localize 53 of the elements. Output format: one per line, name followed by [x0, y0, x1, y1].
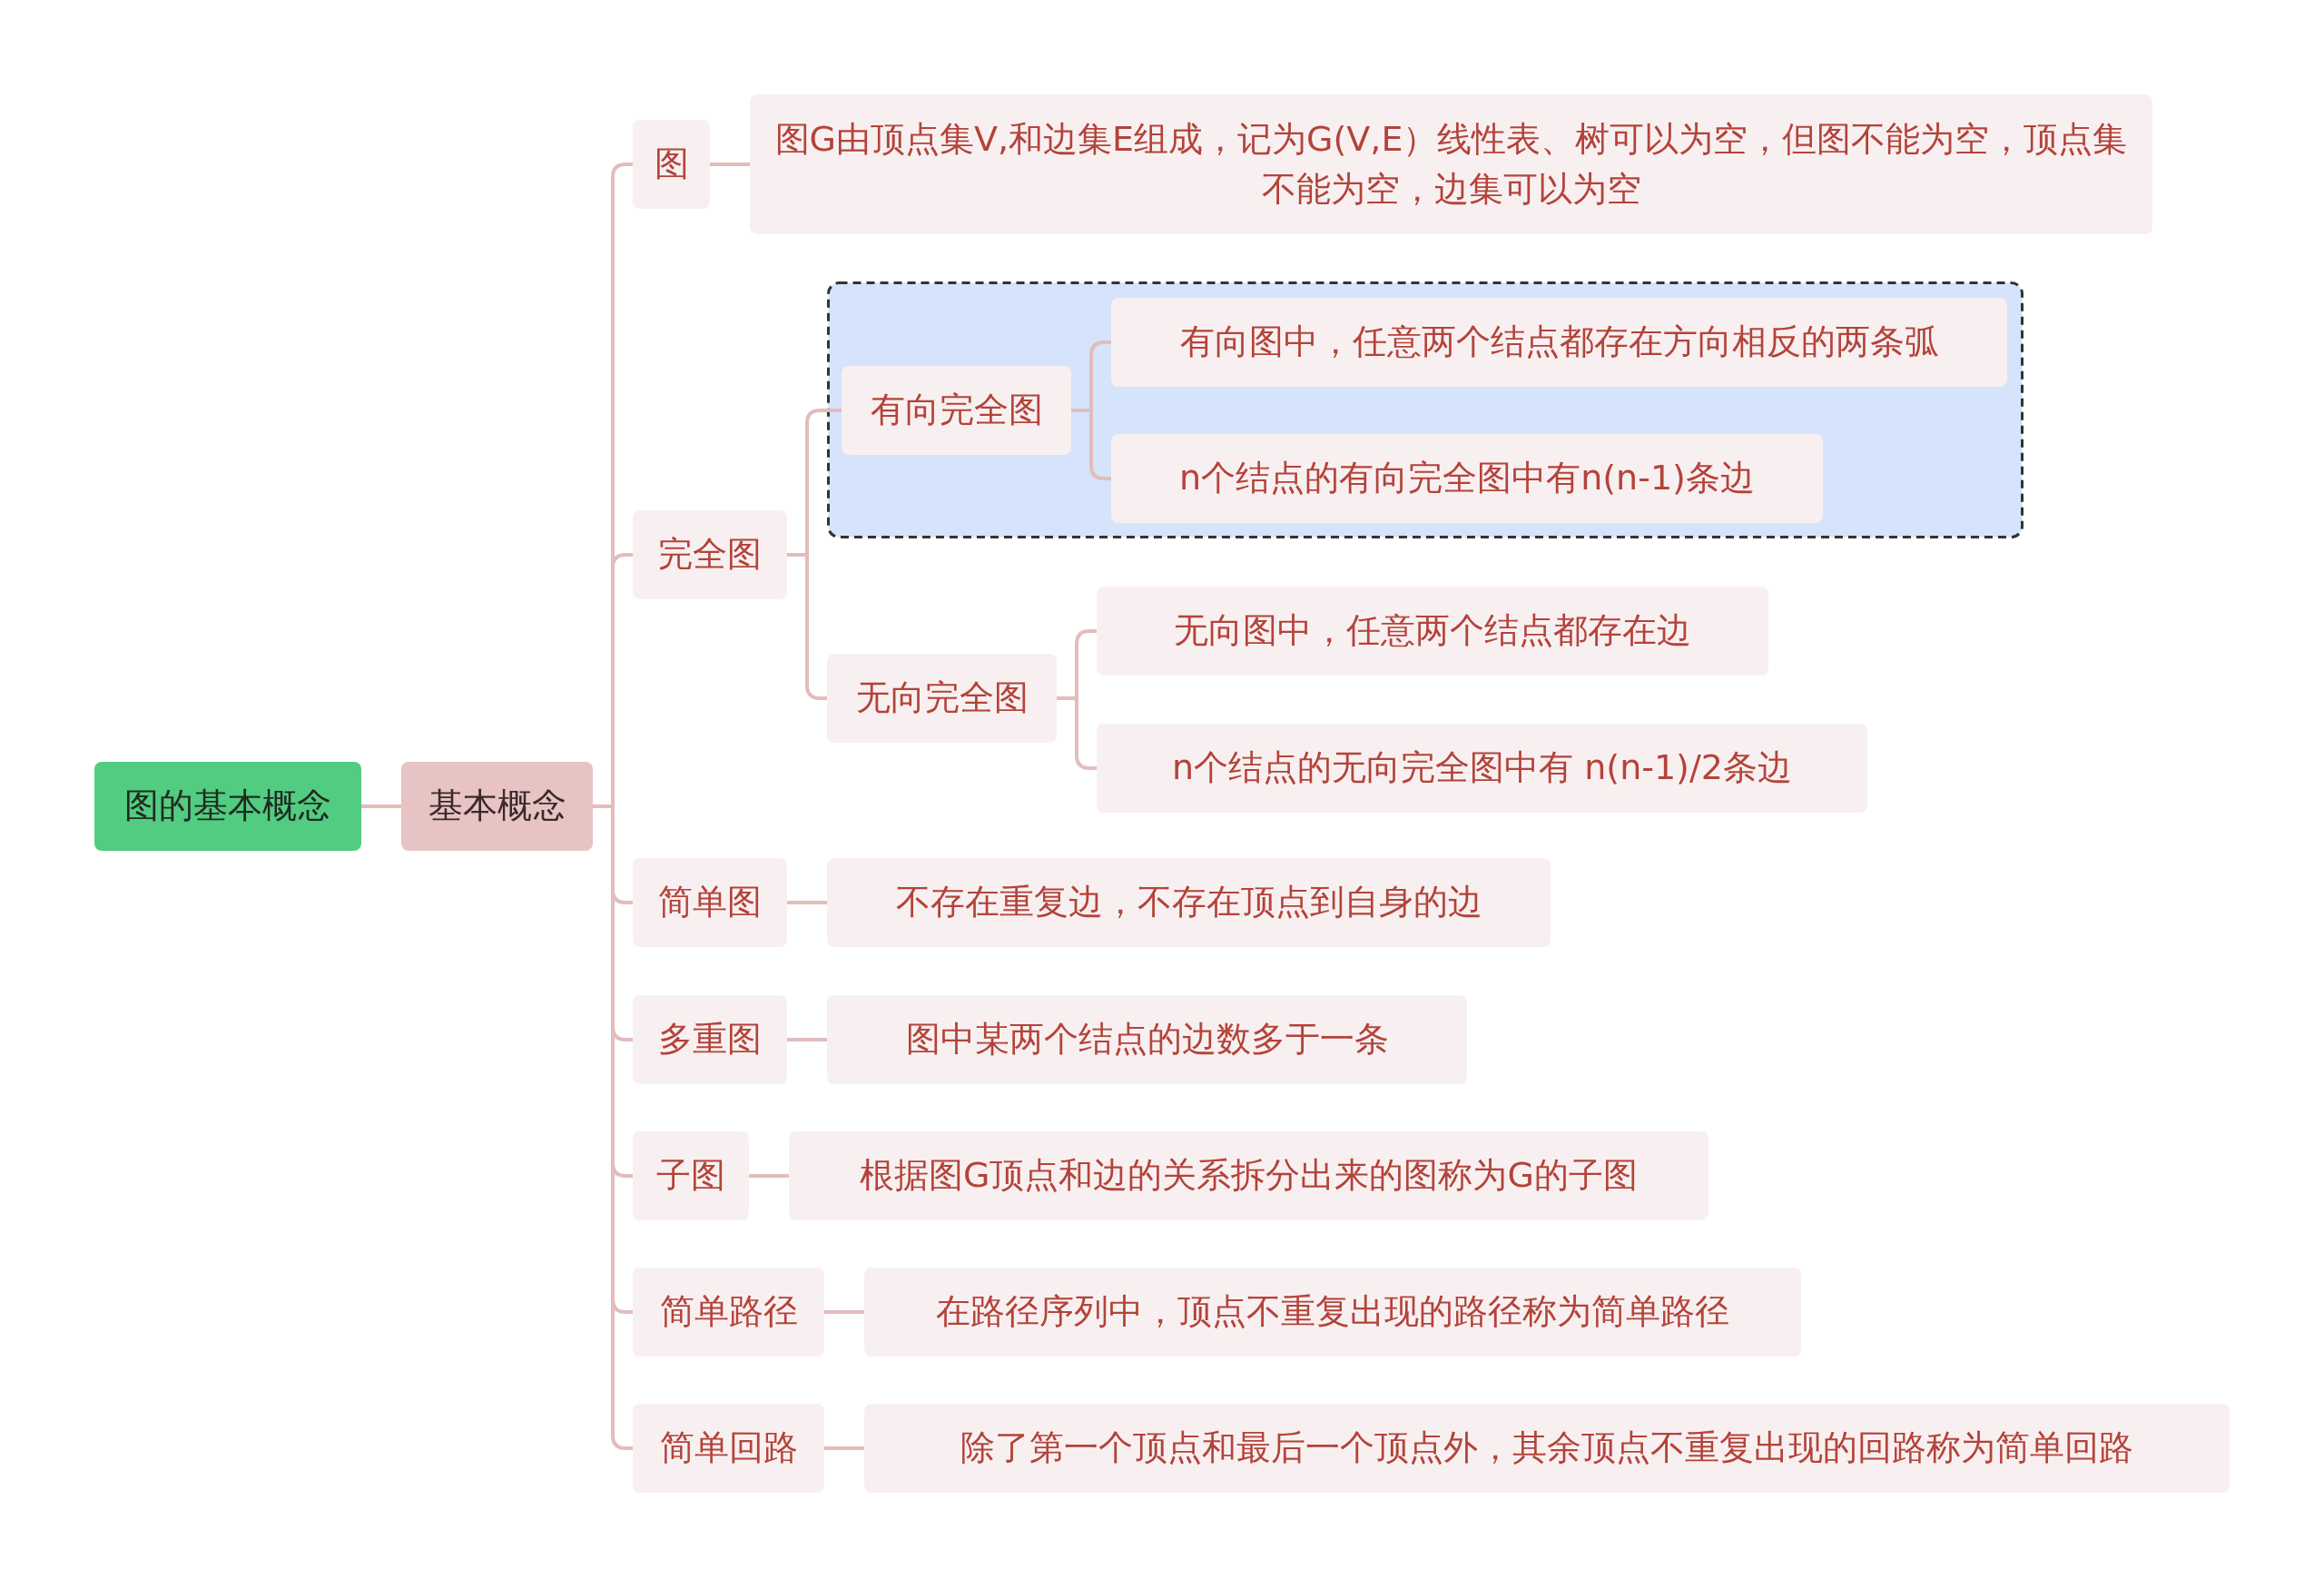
topic-text: 基本概念 — [427, 785, 567, 828]
connector-line — [361, 804, 401, 808]
connector-line — [1057, 696, 1097, 770]
subtopic-box — [633, 510, 787, 599]
root-topic-box — [94, 762, 361, 851]
topic-text: 无向完全图 — [854, 676, 1029, 720]
topic-text: 简单回路 — [658, 1426, 799, 1470]
topic-text: 在路径序列中，顶点不重复出现的路径称为简单路径 — [935, 1290, 1730, 1334]
topic-text: 无向图中，任意两个结点都存在边 — [1173, 609, 1692, 653]
topic-text: 有向图中，任意两个结点都存在方向相反的两条弧 — [1178, 321, 1940, 364]
subtopic-box — [842, 366, 1071, 455]
subtopic-box — [633, 1268, 824, 1357]
detail-box — [789, 1131, 1709, 1220]
topic-text: 子图 — [655, 1154, 726, 1198]
connector-line — [749, 1174, 789, 1178]
topic-text: 除了第一个顶点和最后一个顶点外，其余顶点不重复出现的回路称为简单回路 — [960, 1426, 2134, 1470]
connector-line — [710, 163, 750, 166]
topic-text: 简单路径 — [658, 1290, 799, 1334]
topic-text: 根据图G顶点和边的关系拆分出来的图称为G的子图 — [859, 1154, 1639, 1198]
main-topic-box — [401, 762, 593, 851]
subtopic-box — [633, 120, 710, 209]
subtopic-box — [633, 1131, 749, 1220]
topic-text: 有向完全图 — [869, 389, 1044, 432]
detail-box — [827, 995, 1467, 1084]
topic-text: 不存在重复边，不存在顶点到自身的边 — [894, 881, 1483, 924]
detail-box — [750, 94, 2152, 234]
topic-text: 图中某两个结点的边数多于一条 — [904, 1018, 1390, 1061]
connector-line — [1071, 409, 1111, 480]
topic-text: 图 — [653, 143, 690, 186]
connector-line — [787, 553, 827, 700]
group-boundary-box — [827, 281, 2024, 538]
detail-box — [1111, 298, 2007, 387]
detail-box — [864, 1404, 2230, 1493]
subtopic-box — [633, 995, 787, 1084]
detail-box — [864, 1268, 1801, 1357]
detail-box — [1097, 587, 1768, 676]
subtopic-box — [827, 654, 1057, 743]
connector-line — [787, 901, 827, 904]
subtopic-box — [633, 1404, 824, 1493]
topic-text: 简单图 — [657, 881, 763, 924]
detail-box — [827, 858, 1551, 947]
topic-text: 图G由顶点集V,和边集E组成，记为G(V,E）线性表、树可以为空，但图不能为空，顶点集不能为空，边集可以为空 — [773, 117, 2129, 211]
connector-line — [824, 1310, 864, 1314]
connector-line — [787, 1038, 827, 1041]
topic-text: 图的基本概念 — [123, 785, 332, 828]
subtopic-box — [633, 858, 787, 947]
topic-text: 多重图 — [657, 1018, 763, 1061]
topic-text: n个结点的无向完全图中有 n(n-1)/2条边 — [1171, 746, 1793, 790]
detail-box — [1111, 434, 1823, 523]
topic-text: n个结点的有向完全图中有n(n-1)条边 — [1178, 457, 1756, 500]
topic-text: 完全图 — [657, 533, 763, 577]
detail-box — [1097, 724, 1867, 813]
connector-line — [824, 1446, 864, 1450]
